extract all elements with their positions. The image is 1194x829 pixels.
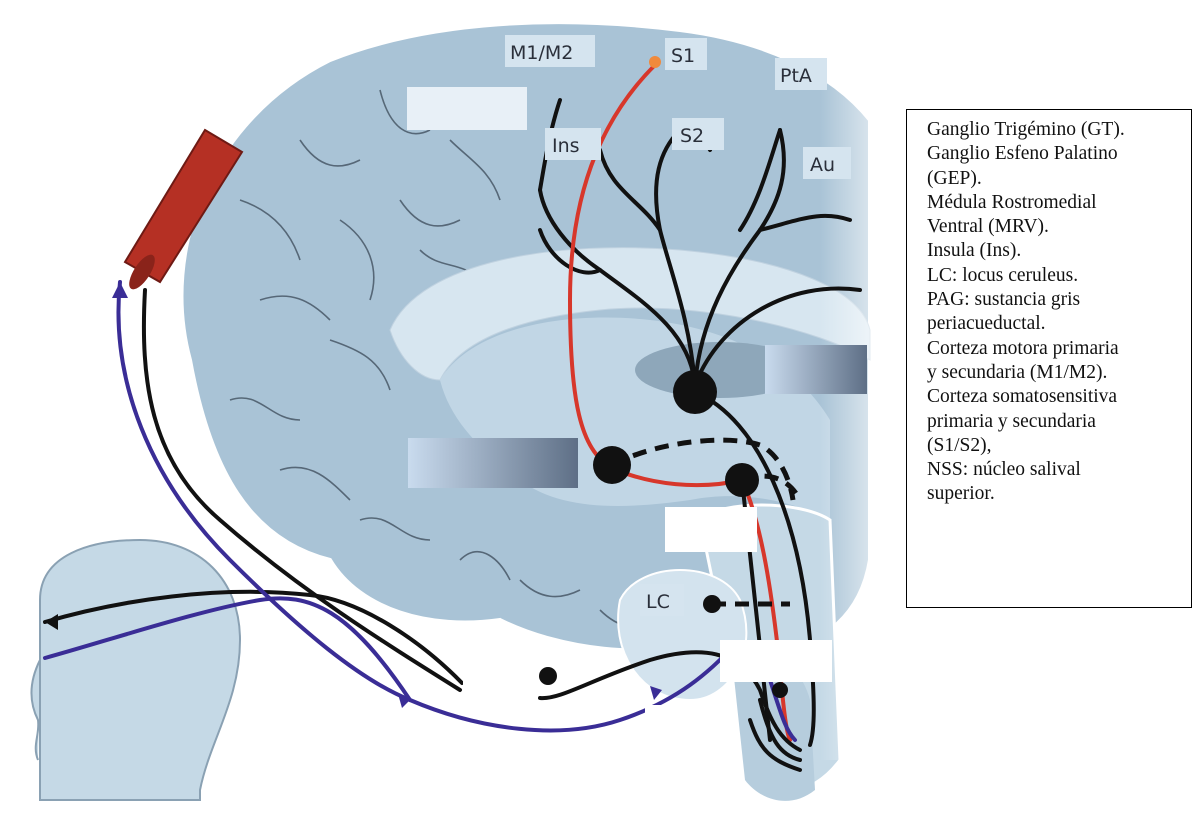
s1-endpoint [649,56,661,68]
label-au: Au [810,154,835,176]
label-lc: LC [646,591,670,613]
blank-label-box-7 [463,670,533,715]
label-s2: S2 [680,125,704,147]
legend-line: Corteza motora primaria [927,337,1189,361]
pag-node [593,446,631,484]
legend-line: Insula (Ins). [927,239,1189,263]
legend-line: Corteza somatosensitiva [927,385,1189,409]
legend-line: periacueductal. [927,312,1189,336]
blank-label-box-6 [645,705,737,751]
legend-line: superior. [927,482,1189,506]
lc-node [703,595,721,613]
label-ins: Ins [552,135,580,157]
legend-line: y secundaria (M1/M2). [927,361,1189,385]
legend-line: Médula Rostromedial [927,191,1189,215]
label-pta: PtA [780,65,812,87]
legend-line: NSS: núcleo salival [927,458,1189,482]
legend-line: Ventral (MRV). [927,215,1189,239]
head-silhouette [31,540,240,800]
legend: Ganglio Trigémino (GT).Ganglio Esfeno Pa… [927,118,1189,507]
legend-line: LC: locus ceruleus. [927,264,1189,288]
legend-line: PAG: sustancia gris [927,288,1189,312]
thalamus-node [673,370,717,414]
blank-label-box-1 [407,87,527,130]
blank-label-box-2 [765,345,867,394]
blue-arrowhead [112,282,128,298]
brainstem-node [772,682,788,698]
blank-label-box-3 [408,438,578,488]
mrv-node [725,463,759,497]
blank-label-box-4 [665,507,757,552]
legend-line: Ganglio Esfeno Palatino [927,142,1189,166]
legend-line: (S1/S2), [927,434,1189,458]
legend-line: (GEP). [927,167,1189,191]
label-s1: S1 [671,45,695,67]
nss-node [539,667,557,685]
legend-line: Ganglio Trigémino (GT). [927,118,1189,142]
legend-line: primaria y secundaria [927,410,1189,434]
blank-label-box-5 [720,640,832,682]
label-m1m2: M1/M2 [510,42,573,64]
